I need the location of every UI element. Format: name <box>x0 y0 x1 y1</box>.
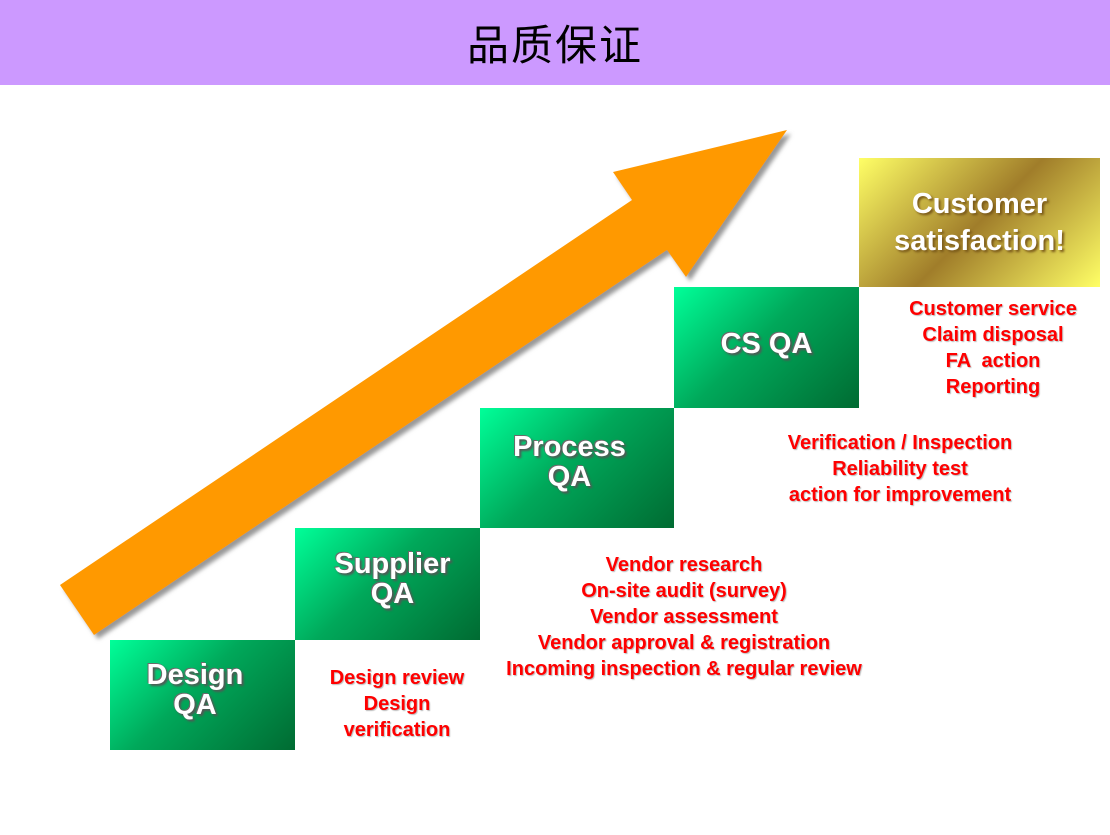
desc-supplier-line: Vendor research <box>605 554 763 576</box>
step-supplier-qa: Supplier QA <box>295 528 480 640</box>
step-cs-qa: CS QA <box>674 287 859 408</box>
step-label-process-qa: Process QA <box>513 431 626 493</box>
desc-cs-line: FA action <box>945 350 1041 372</box>
desc-process-line: Verification / Inspection <box>787 432 1013 454</box>
desc-design-line: Design <box>363 693 431 715</box>
arrow-shape <box>60 130 787 635</box>
desc-supplier-line: On-site audit (survey) <box>581 580 787 602</box>
desc-design: Design review Design verification <box>297 665 497 743</box>
step-label-supplier-qa: Supplier QA <box>334 548 451 610</box>
slide-title: 品质保证 <box>466 21 643 70</box>
desc-process: Verification / Inspection Reliability te… <box>760 430 1040 508</box>
desc-cs-line: Reporting <box>945 376 1041 398</box>
desc-cs-line: Customer service <box>909 298 1077 320</box>
desc-cs: Customer service Claim disposal FA actio… <box>883 296 1103 400</box>
desc-supplier: Vendor research On-site audit (survey) V… <box>484 552 884 682</box>
title-bar: 品质保证 <box>0 0 1110 85</box>
step-process-qa: Process QA <box>480 408 674 528</box>
desc-supplier-line: Vendor approval & registration <box>537 632 831 654</box>
desc-design-line: Design review <box>329 667 465 689</box>
step-label-design-qa: Design QA <box>146 659 244 721</box>
desc-cs-line: Claim disposal <box>922 324 1064 346</box>
desc-supplier-line: Incoming inspection & regular review <box>506 658 862 680</box>
step-design-qa: Design QA <box>110 640 295 750</box>
desc-process-line: action for improvement <box>788 484 1012 506</box>
goal-label: Customer satisfaction! <box>894 187 1065 257</box>
desc-process-line: Reliability test <box>832 458 968 480</box>
step-label-cs-qa: CS QA <box>720 327 813 360</box>
desc-supplier-line: Vendor assessment <box>590 606 778 628</box>
desc-design-line: verification <box>343 719 451 741</box>
goal-customer-satisfaction: Customer satisfaction! <box>859 158 1100 287</box>
